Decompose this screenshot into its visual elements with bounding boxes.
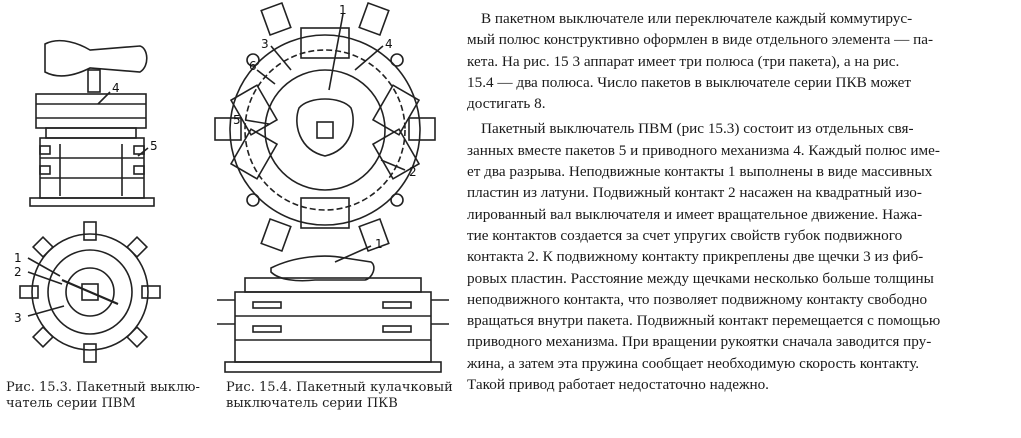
figure-15-3-caption-line-1: Рис. 15.3. Пакетный выклю- bbox=[6, 380, 200, 395]
pkv-callout-5: 5 bbox=[233, 113, 241, 127]
paragraph-2-line: ет два разрыва. Неподвижные контакты 1 в… bbox=[467, 163, 933, 181]
pkv-callout-1-top: 1 bbox=[339, 3, 347, 17]
pkv-cross-section bbox=[214, 1, 436, 253]
paragraph-2-line: контакта 2. К подвижному контакту прикре… bbox=[467, 248, 924, 266]
paragraph-2-line: неподвижного контакта, что позволяет под… bbox=[467, 290, 928, 308]
pvm-callout-2: 2 bbox=[14, 265, 22, 279]
pvm-handle bbox=[44, 39, 148, 77]
paragraph-2: Пакетный выключатель ПВМ (рис 15.3) сост… bbox=[467, 118, 1015, 395]
figure-15-3-svg: 4 5 1 2 3 bbox=[14, 39, 161, 363]
paragraph-2-line: тие контактов создается за счет упругих … bbox=[467, 226, 903, 244]
paragraph-2-line: занных вместе пакетов 5 и приводного мех… bbox=[467, 141, 940, 159]
pkv-callout-4: 4 bbox=[385, 37, 393, 51]
paragraph-2-line: Пакетный выключатель ПВМ (рис 15.3) сост… bbox=[481, 120, 914, 138]
paragraph-1-line: В пакетном выключателе или переключателе… bbox=[481, 10, 913, 27]
paragraph-2-line: Такой привод работает недостаточно надеж… bbox=[467, 376, 769, 394]
pvm-callout-5: 5 bbox=[150, 139, 158, 153]
pvm-drive-block bbox=[35, 93, 147, 129]
figure-15-4-caption: Рис. 15.4. Пакетный кулачковый выключате… bbox=[226, 380, 453, 412]
figure-15-4-drawing: 1 3 4 6 5 2 1 bbox=[205, 0, 460, 380]
figure-15-3-caption: Рис. 15.3. Пакетный выклю- чатель серии … bbox=[6, 380, 200, 412]
pvm-packs bbox=[39, 137, 145, 199]
figure-15-4-caption-line-2: выключатель серии ПКВ bbox=[226, 396, 398, 411]
pkv-callout-3: 3 bbox=[261, 37, 269, 51]
figure-15-4-svg: 1 3 4 6 5 2 1 bbox=[214, 1, 449, 373]
paragraph-2-line: ровых пластин. Расстояние между щечками … bbox=[467, 269, 934, 287]
pkv-callout-1-bottom: 1 bbox=[375, 237, 383, 251]
pkv-side-view bbox=[217, 245, 449, 373]
pvm-top-view bbox=[19, 221, 161, 363]
paragraph-2-line: жина, а затем эта пружина сообщает необх… bbox=[467, 354, 920, 372]
pvm-callout-1: 1 bbox=[14, 251, 22, 265]
paragraph-1: В пакетном выключателе или переключателе… bbox=[467, 8, 1015, 114]
paragraph-2-line: лированный вал выключателя и имеет враща… bbox=[467, 205, 923, 223]
pkv-callout-6: 6 bbox=[249, 59, 257, 73]
pkv-callout-2: 2 bbox=[409, 165, 417, 179]
paragraph-2-line: вращаться внутри пакета. Подвижный конта… bbox=[467, 312, 941, 330]
pvm-callout-4: 4 bbox=[112, 81, 120, 95]
paragraph-2-line: пластин из латуни. Подвижный контакт 2 н… bbox=[467, 184, 922, 202]
pvm-callout-3: 3 bbox=[14, 311, 22, 325]
paragraph-1-line: мый полюс конструктивно оформлен в виде … bbox=[467, 31, 934, 49]
figure-15-3-drawing: 4 5 1 2 3 bbox=[0, 0, 215, 380]
pvm-shaft bbox=[87, 69, 101, 93]
paragraph-1-line: достигать 8. bbox=[467, 95, 546, 113]
figure-15-3-caption-line-2: чатель серии ПВМ bbox=[6, 396, 136, 411]
figure-15-4-caption-line-1: Рис. 15.4. Пакетный кулачковый bbox=[226, 380, 453, 395]
paragraph-1-line: 15.4 — два полюса. Число пакетов в выклю… bbox=[467, 73, 912, 91]
paragraph-2-line: приводного механизма. При вращении рукоя… bbox=[467, 333, 932, 351]
body-text: В пакетном выключателе или переключателе… bbox=[467, 8, 1015, 395]
paragraph-1-line: кета. На рис. 15 3 аппарат имеет три пол… bbox=[467, 52, 900, 70]
